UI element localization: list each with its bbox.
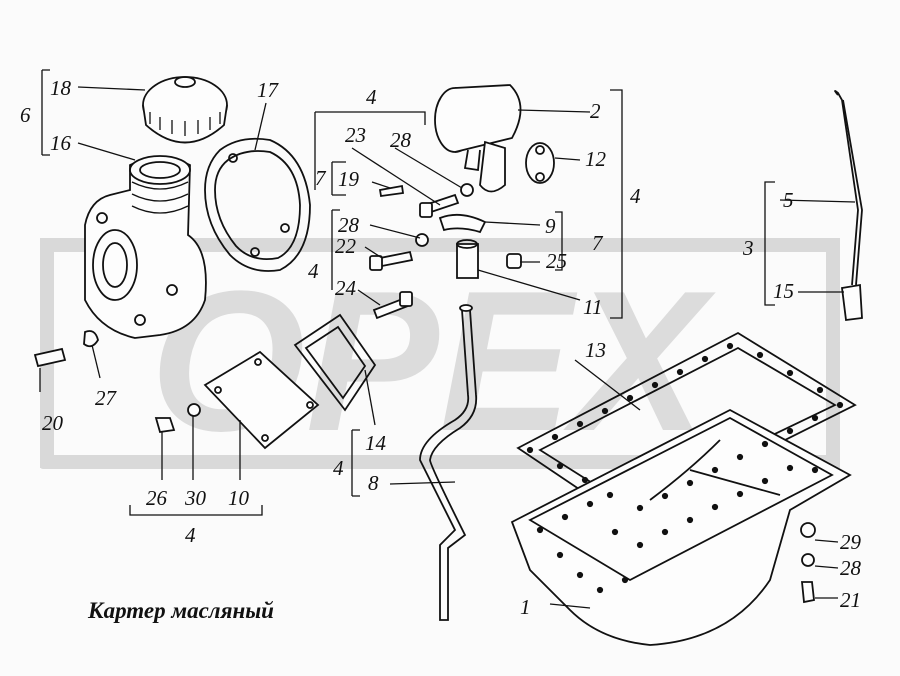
- label-9: 9: [545, 214, 556, 238]
- part-5-dipstick: [834, 90, 863, 286]
- label-8: 8: [368, 471, 379, 495]
- label-10: 10: [228, 486, 250, 510]
- label-18: 18: [50, 76, 72, 100]
- label-26: 26: [146, 486, 168, 510]
- label-28-top: 28: [390, 128, 412, 152]
- label-22: 22: [335, 234, 357, 258]
- part-10-cover: [203, 350, 320, 450]
- part-8-tube: [419, 304, 478, 621]
- label-11: 11: [583, 295, 602, 319]
- label-25: 25: [546, 249, 567, 273]
- label-21: 21: [840, 588, 861, 612]
- label-1: 1: [520, 595, 531, 619]
- diagram-caption: Картер масляный: [87, 598, 274, 623]
- part-17-gasket: [204, 137, 311, 272]
- part-1-oil-pan: [510, 408, 852, 646]
- label-4-top: 4: [366, 85, 377, 109]
- label-13: 13: [585, 338, 606, 362]
- label-28-mid: 28: [338, 213, 360, 237]
- label-3: 3: [742, 236, 754, 260]
- label-4-low: 4: [333, 456, 344, 480]
- label-4-mid: 4: [308, 259, 319, 283]
- label-16: 16: [50, 131, 72, 155]
- label-23: 23: [345, 123, 366, 147]
- leader-lines: [39, 69, 856, 609]
- label-7-right: 7: [592, 231, 604, 255]
- part-2-breather: [434, 84, 555, 193]
- label-5: 5: [783, 188, 794, 212]
- label-7-left: 7: [315, 166, 327, 190]
- watermark-text: OPEX: [150, 250, 716, 473]
- label-19: 19: [338, 167, 360, 191]
- label-4-right: 4: [630, 184, 641, 208]
- label-24: 24: [335, 276, 357, 300]
- part-16-housing: [84, 155, 207, 339]
- label-4-bottom: 4: [185, 523, 196, 547]
- label-28-right: 28: [840, 556, 862, 580]
- callout-labels: 18 6 16 17 4 23 28 7 19 2 12 4 28 22 4 2…: [20, 76, 862, 619]
- label-15: 15: [773, 279, 794, 303]
- label-17: 17: [257, 78, 280, 102]
- label-30: 30: [184, 486, 207, 510]
- label-27: 27: [95, 386, 118, 410]
- label-20: 20: [42, 411, 64, 435]
- label-29: 29: [840, 530, 862, 554]
- label-6: 6: [20, 103, 31, 127]
- label-2: 2: [590, 99, 601, 123]
- label-14: 14: [365, 431, 387, 455]
- flange-holes: [526, 342, 844, 594]
- part-18-cap: [142, 76, 228, 144]
- label-12: 12: [585, 147, 607, 171]
- part-14-gasket: [293, 313, 377, 412]
- fasteners: [33, 183, 863, 604]
